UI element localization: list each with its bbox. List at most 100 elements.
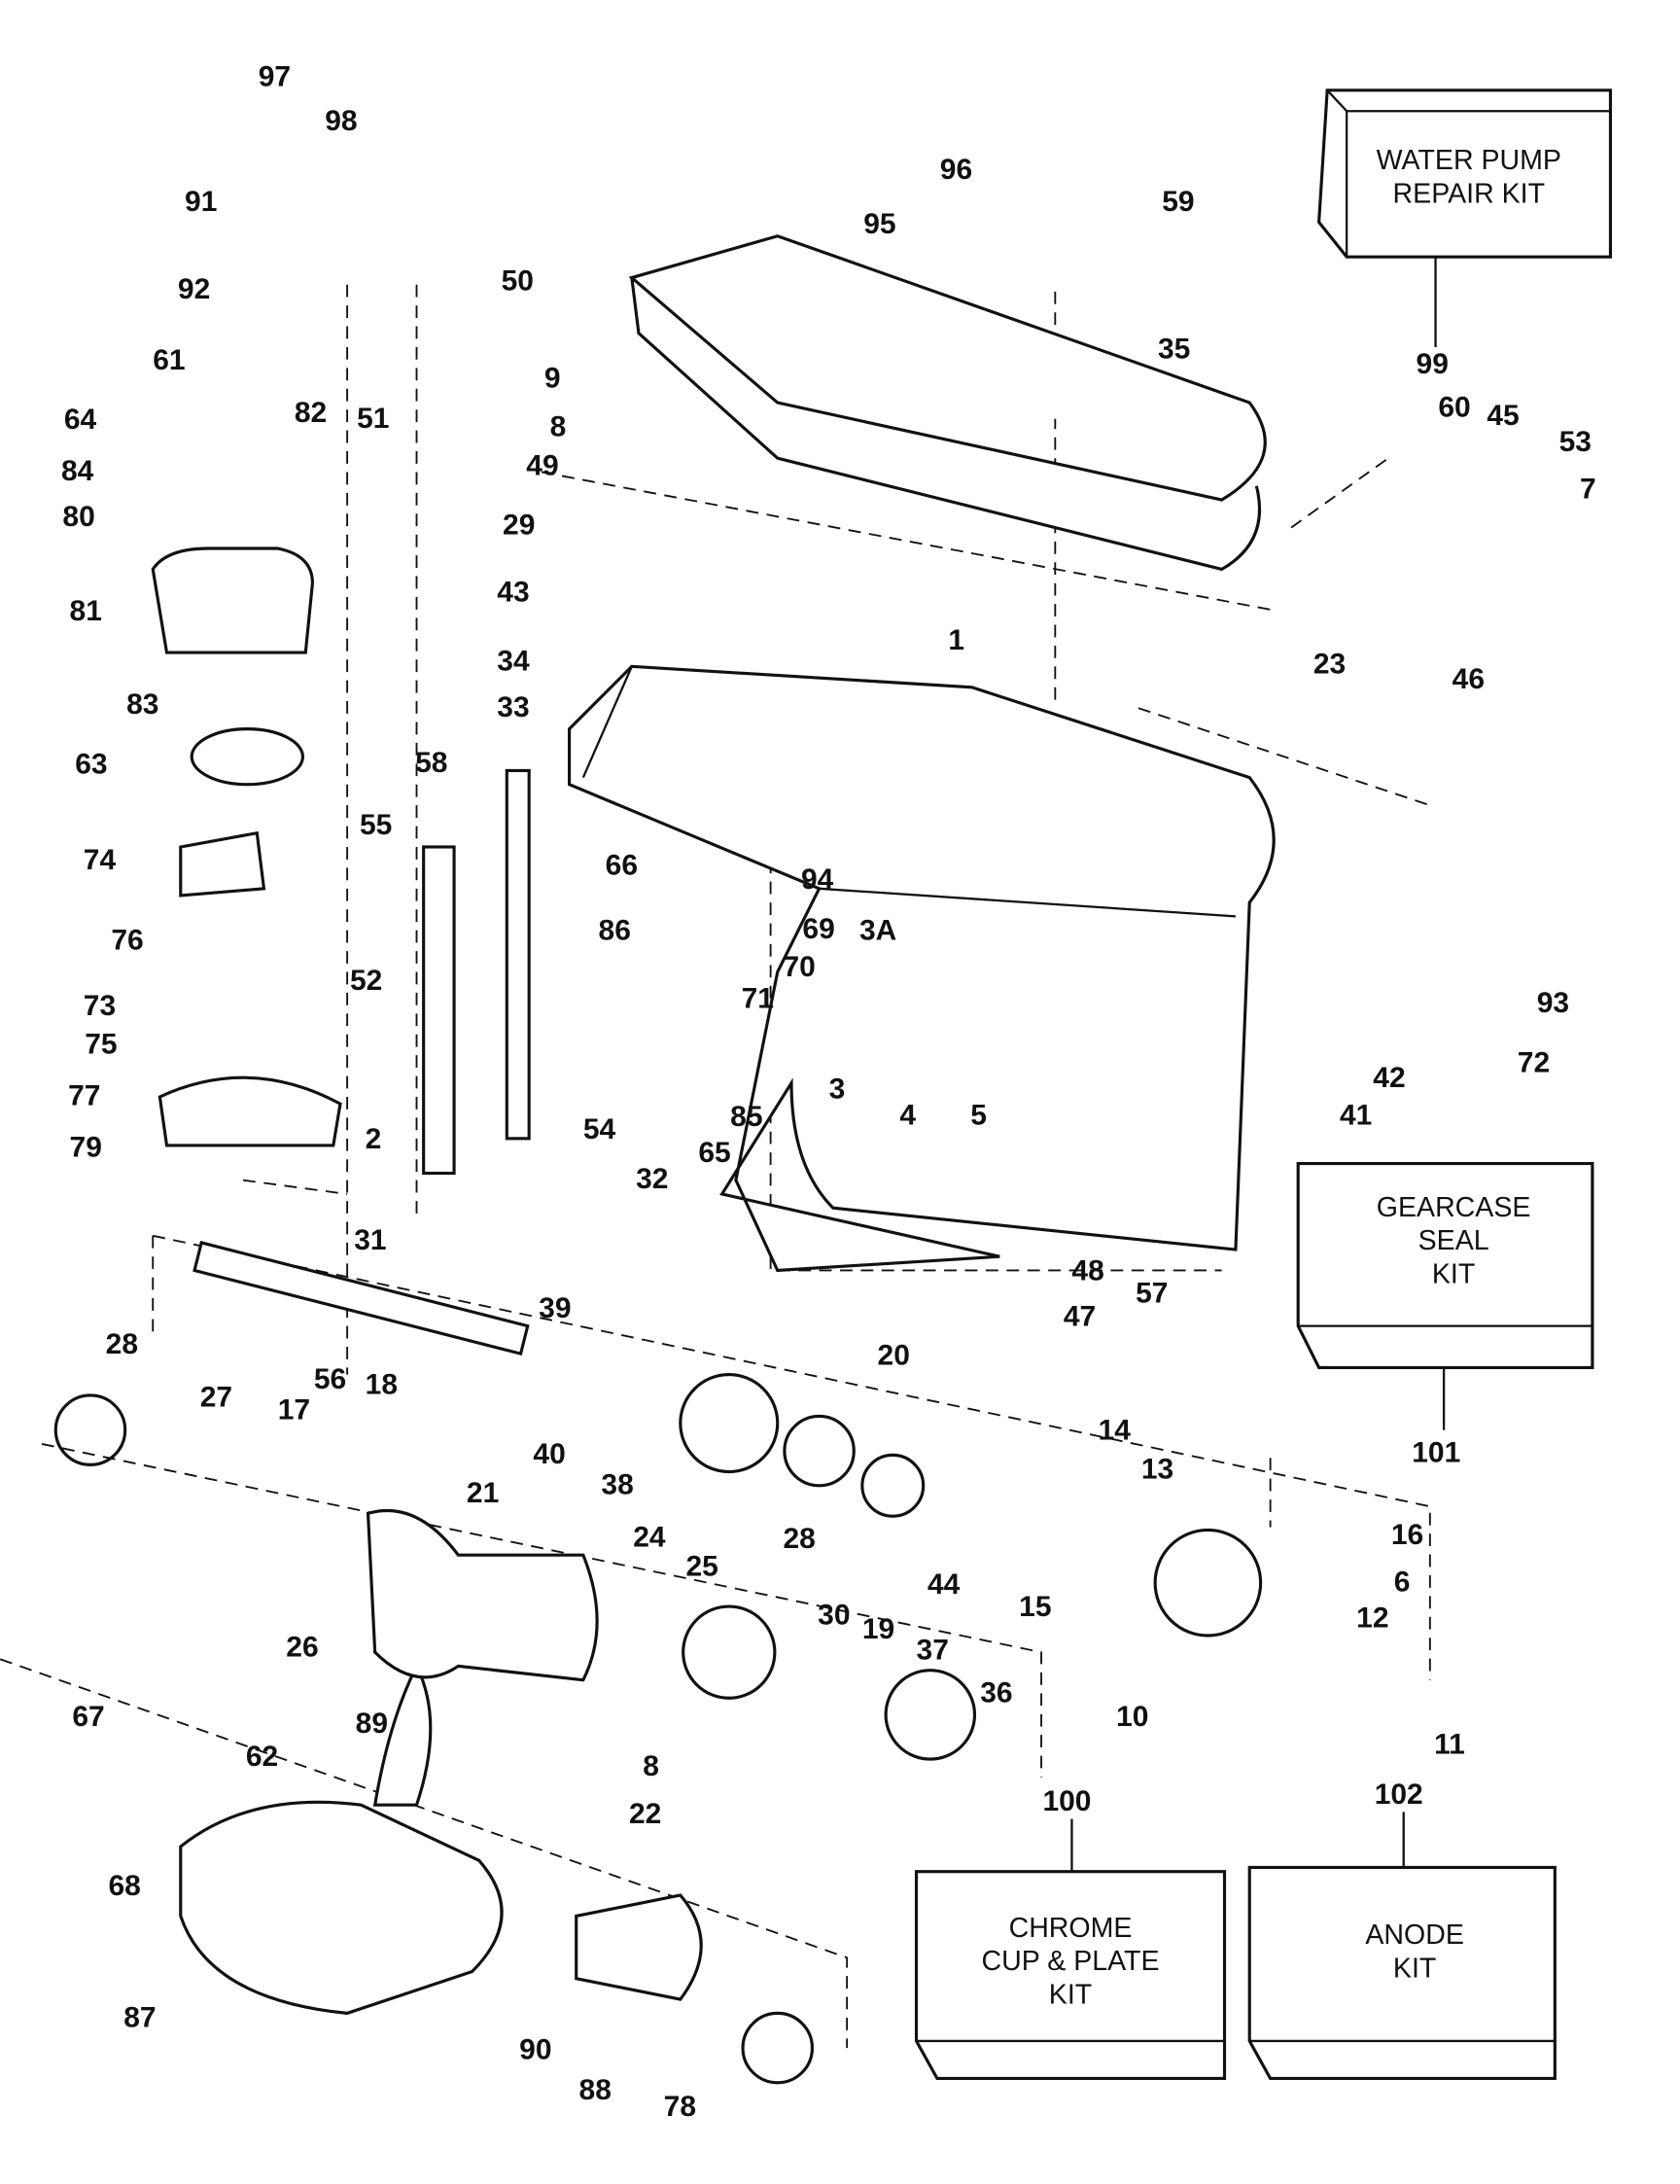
part-number-84: 84 (61, 455, 94, 487)
part-number-28: 28 (783, 1523, 815, 1555)
part-number-19: 19 (862, 1613, 894, 1645)
part-number-61: 61 (153, 344, 185, 376)
part-number-49: 49 (526, 449, 558, 481)
part-number-15: 15 (1019, 1591, 1051, 1623)
exhaust-plate-95 (628, 234, 1267, 572)
part-number-34: 34 (497, 646, 530, 678)
part-number-26: 26 (286, 1631, 318, 1663)
part-number-45: 45 (1487, 400, 1519, 432)
anode-kit (1247, 1865, 1557, 2081)
part-number-12: 12 (1356, 1602, 1388, 1634)
part-number-46: 46 (1452, 663, 1485, 695)
part-number-94: 94 (801, 863, 834, 896)
part-number-3: 3 (829, 1073, 846, 1105)
part-number-32: 32 (636, 1163, 668, 1195)
kit-label-chrome-cup: CHROME (1009, 1913, 1133, 1944)
water-pump-repair-kit (1317, 88, 1613, 259)
part-number-10: 10 (1116, 1701, 1148, 1733)
impeller-cup-63 (190, 727, 304, 787)
plate-79 (158, 1075, 342, 1147)
o-ring-28 (53, 1393, 127, 1466)
thrust-washer-78 (741, 2011, 815, 2085)
part-number-5: 5 (970, 1100, 987, 1132)
part-number-41: 41 (1340, 1100, 1372, 1132)
part-number-90: 90 (519, 2033, 551, 2065)
part-number-77: 77 (68, 1080, 100, 1112)
part-number-44: 44 (928, 1568, 961, 1601)
part-number-72: 72 (1518, 1046, 1550, 1078)
bearing-housing-24 (366, 1508, 599, 1682)
shift-housing-10 (1153, 1528, 1263, 1638)
part-number-52: 52 (350, 965, 382, 997)
part-number-11: 11 (1434, 1728, 1465, 1760)
part-number-17: 17 (278, 1393, 310, 1426)
propeller-87 (179, 1800, 504, 2015)
part-number-92: 92 (178, 273, 210, 305)
part-number-58: 58 (415, 747, 447, 779)
part-number-31: 31 (354, 1224, 386, 1256)
propeller-blade (372, 1662, 433, 1807)
part-number-71: 71 (742, 983, 774, 1015)
part-number-66: 66 (606, 850, 638, 882)
part-number-7: 7 (1580, 474, 1596, 506)
part-number-33: 33 (497, 691, 529, 723)
thrust-washer-20 (783, 1414, 856, 1488)
part-number-42: 42 (1373, 1062, 1405, 1094)
washer-44 (860, 1453, 926, 1518)
spacer-88 (575, 1893, 703, 2001)
part-number-81: 81 (70, 595, 102, 627)
part-number-96: 96 (940, 154, 972, 186)
part-number-88: 88 (579, 2074, 612, 2106)
part-number-102: 102 (1375, 1779, 1423, 1811)
part-number-2: 2 (366, 1123, 382, 1155)
part-number-40: 40 (533, 1438, 565, 1470)
part-number-28: 28 (106, 1328, 138, 1360)
part-number-73: 73 (84, 990, 116, 1022)
part-number-13: 13 (1141, 1454, 1173, 1486)
part-number-57: 57 (1136, 1277, 1168, 1309)
part-number-54: 54 (583, 1113, 616, 1145)
part-number-89: 89 (356, 1708, 388, 1740)
part-number-78: 78 (664, 2091, 696, 2123)
kit-label-gearcase-seal: KIT (1432, 1258, 1475, 1289)
part-number-87: 87 (123, 2002, 156, 2034)
part-number-8: 8 (550, 410, 567, 442)
part-number-62: 62 (246, 1741, 278, 1773)
forward-gear-32 (679, 1372, 780, 1474)
part-number-68: 68 (109, 1870, 141, 1902)
part-number-24: 24 (633, 1522, 666, 1554)
part-number-59: 59 (1162, 186, 1194, 218)
part-number-100: 100 (1042, 1785, 1091, 1817)
propeller-shaft-18 (192, 1241, 530, 1356)
part-number-9: 9 (544, 362, 561, 394)
part-number-6: 6 (1394, 1566, 1411, 1598)
part-number-22: 22 (629, 1798, 661, 1830)
part-number-64: 64 (64, 404, 97, 436)
gearcase-housing-1 (567, 664, 1276, 1273)
part-number-85: 85 (730, 1101, 762, 1133)
part-number-65: 65 (698, 1137, 730, 1169)
part-number-29: 29 (503, 510, 535, 542)
part-number-27: 27 (200, 1381, 232, 1413)
impeller-74 (179, 830, 266, 898)
kit-label-chrome-cup: KIT (1049, 1979, 1092, 2010)
part-number-69: 69 (802, 913, 834, 945)
part-number-99: 99 (1417, 348, 1449, 380)
kit-label-water-pump: WATER PUMP (1377, 145, 1561, 176)
drive-shaft-52 (422, 845, 456, 1176)
part-number-97: 97 (259, 61, 291, 93)
part-number-60: 60 (1438, 391, 1470, 423)
part-number-43: 43 (497, 576, 529, 608)
chrome-cup-plate-kit (914, 1870, 1227, 2081)
part-number-25: 25 (686, 1551, 718, 1583)
shaft-58 (505, 768, 531, 1141)
part-number-16: 16 (1391, 1519, 1423, 1551)
kit-label-anode: ANODE (1365, 1920, 1464, 1951)
part-number-51: 51 (357, 403, 389, 435)
part-number-30: 30 (818, 1600, 850, 1632)
kit-label-chrome-cup: CUP & PLATE (982, 1946, 1160, 1977)
kit-label-anode: KIT (1393, 1953, 1436, 1984)
